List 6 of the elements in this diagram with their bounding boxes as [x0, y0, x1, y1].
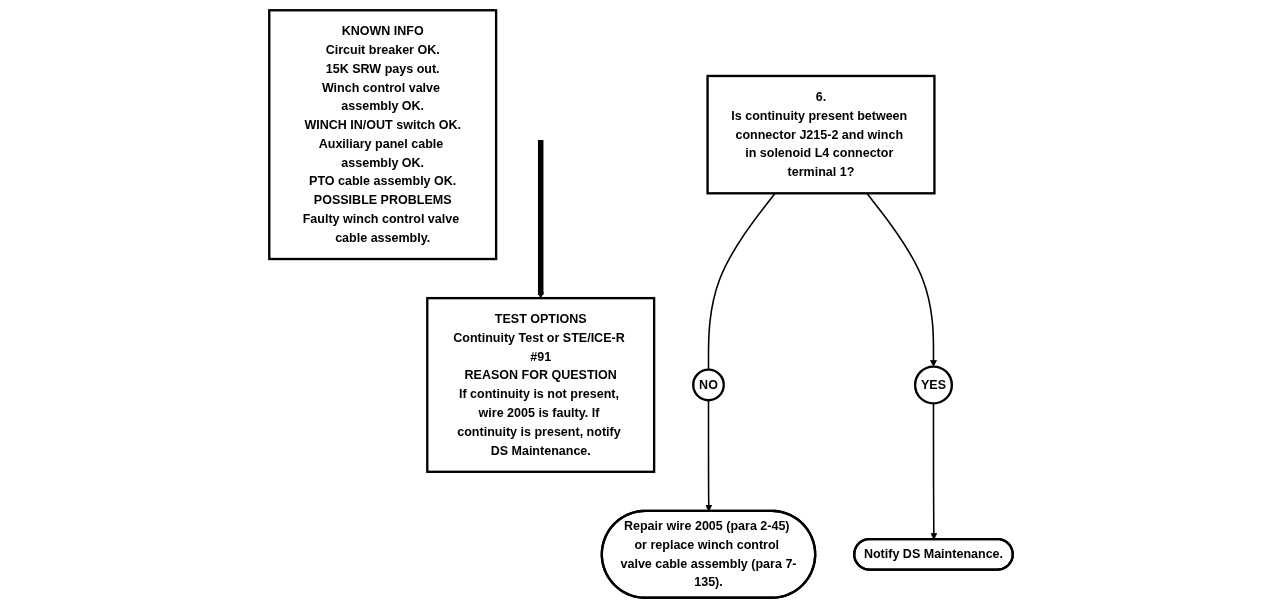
node-box: TEST OPTIONS Continuity Test or STE/ICE-R #91 REASON FOR QUESTION If continuity is not present, wire 2005 is faulty. If continuity is present, notify DS Maintenance.: [426, 296, 656, 473]
arrow: [537, 140, 545, 299]
node-box: KNOWN INFO Circuit breaker OK. 15K SRW pays out. Winch control valve assembly OK. WINCH IN/OUT switch OK. Auxiliary panel cable assembly OK. PTO cable assembly OK. POSSIBLE PROBLEMS Faulty winch control valve cable assembly.: [268, 9, 498, 261]
node-circle: NO: [692, 368, 725, 402]
node-circle: YES: [913, 365, 954, 405]
node-box: 6. Is continuity present between connector J215-2 and winch in solenoid L4 connector terminal 1?: [706, 74, 936, 195]
